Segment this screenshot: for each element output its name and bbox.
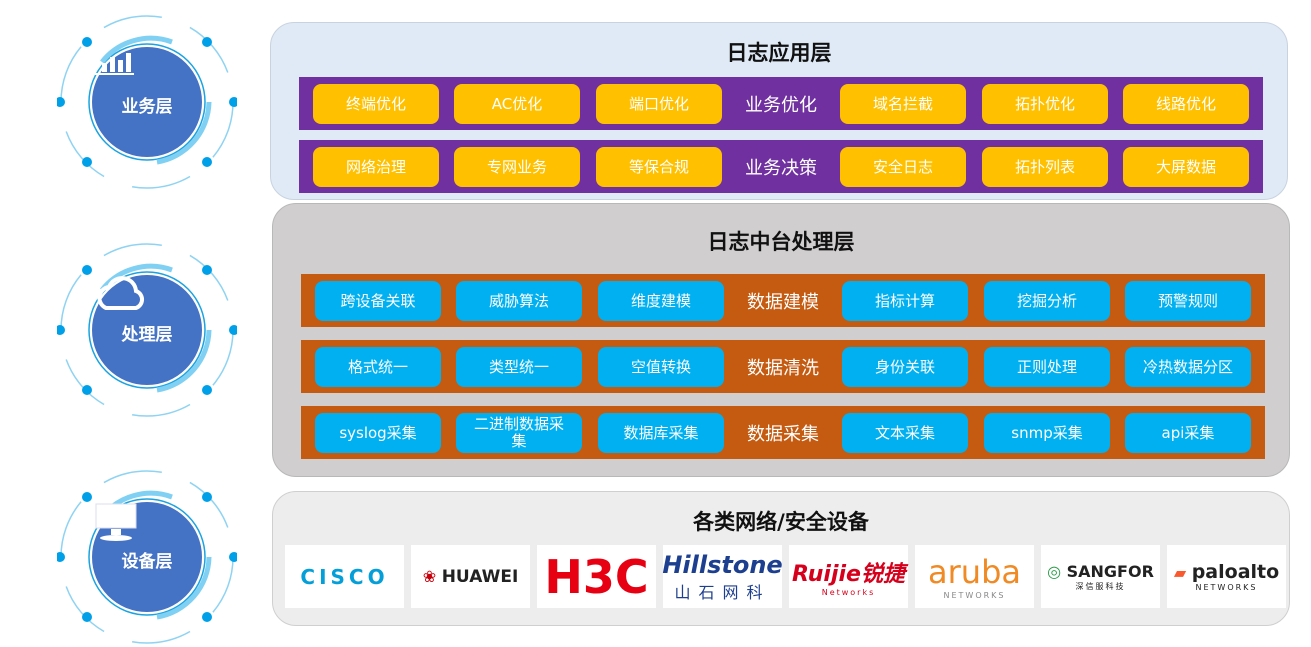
- module-chip: 冷热数据分区: [1125, 347, 1251, 387]
- module-chip: 域名拦截: [840, 84, 966, 124]
- module-chip: 跨设备关联: [315, 281, 441, 321]
- row-label: 业务决策: [745, 157, 817, 179]
- vendor-logo-h3c: H3C: [537, 545, 656, 608]
- layer-row: 业务优化 终端优化 AC优化端口优化 域名拦截拓扑优化线路优化: [299, 77, 1263, 130]
- module-chip: snmp采集: [984, 413, 1110, 453]
- layer-badge-2: 处理层: [57, 240, 237, 420]
- module-chip: 安全日志: [840, 147, 966, 187]
- module-chip: 预警规则: [1125, 281, 1251, 321]
- module-chip: 维度建模: [598, 281, 724, 321]
- vendor-logo-cisco: CISCO: [285, 545, 404, 608]
- row-label: 数据建模: [747, 291, 819, 313]
- module-chip: 文本采集: [842, 413, 968, 453]
- module-chip: 正则处理: [984, 347, 1110, 387]
- row-label: 业务优化: [745, 94, 817, 116]
- module-chip: 格式统一: [315, 347, 441, 387]
- layer-row: 数据建模 跨设备关联威胁算法维度建模 指标计算挖掘分析预警规则: [301, 274, 1265, 327]
- vendor-logo-huawei: ❀ HUAWEI: [411, 545, 530, 608]
- ring-decoration: [57, 15, 237, 189]
- row-label: 数据采集: [747, 423, 819, 445]
- module-chip: 空值转换: [598, 347, 724, 387]
- module-chip: 类型统一: [456, 347, 582, 387]
- layer-badge-1: 业务层: [57, 12, 237, 192]
- module-chip: 网络治理: [313, 147, 439, 187]
- module-chip: 终端优化: [313, 84, 439, 124]
- module-chip: 拓扑列表: [982, 147, 1108, 187]
- layer-label: 处理层: [121, 324, 173, 345]
- app-layer-panel: 日志应用层 业务优化 终端优化 AC优化端口优化 域名拦截拓扑优化线路优化业务决策 网络…: [270, 22, 1288, 200]
- module-chip: 端口优化: [596, 84, 722, 124]
- module-chip: 指标计算: [842, 281, 968, 321]
- module-chip: syslog采集: [315, 413, 441, 453]
- app-layer-title: 日志应用层: [726, 41, 832, 65]
- module-chip: 专网业务: [454, 147, 580, 187]
- module-chip: 大屏数据: [1123, 147, 1249, 187]
- row-label: 数据清洗: [747, 357, 819, 379]
- module-chip: 数据库采集: [598, 413, 724, 453]
- layer-row: 数据清洗 格式统一类型统一空值转换 身份关联正则处理冷热数据分区: [301, 340, 1265, 393]
- module-chip: 挖掘分析: [984, 281, 1110, 321]
- module-chip: AC优化: [454, 84, 580, 124]
- module-chip: 等保合规: [596, 147, 722, 187]
- module-chip: 二进制数据采集: [456, 413, 582, 453]
- module-chip: 威胁算法: [456, 281, 582, 321]
- layer-label: 设备层: [121, 551, 173, 572]
- layer-row: 业务决策 网络治理专网业务等保合规 安全日志拓扑列表大屏数据: [299, 140, 1263, 193]
- ring-decoration: [57, 243, 237, 417]
- module-chip: 拓扑优化: [982, 84, 1108, 124]
- layer-label: 业务层: [121, 96, 173, 117]
- module-chip: 身份关联: [842, 347, 968, 387]
- process-layer-title: 日志中台处理层: [707, 230, 855, 254]
- module-chip: api采集: [1125, 413, 1251, 453]
- layer-row: 数据采集 syslog采集二进制数据采集数据库采集 文本采集 snmp采集 api采集: [301, 406, 1265, 459]
- module-chip: 线路优化: [1123, 84, 1249, 124]
- layer-badge-3: 设备层: [57, 467, 237, 647]
- process-layer-panel: 日志中台处理层 数据建模 跨设备关联威胁算法维度建模 指标计算挖掘分析预警规则数据清…: [272, 203, 1290, 477]
- device-layer-title: 各类网络/安全设备: [693, 510, 869, 534]
